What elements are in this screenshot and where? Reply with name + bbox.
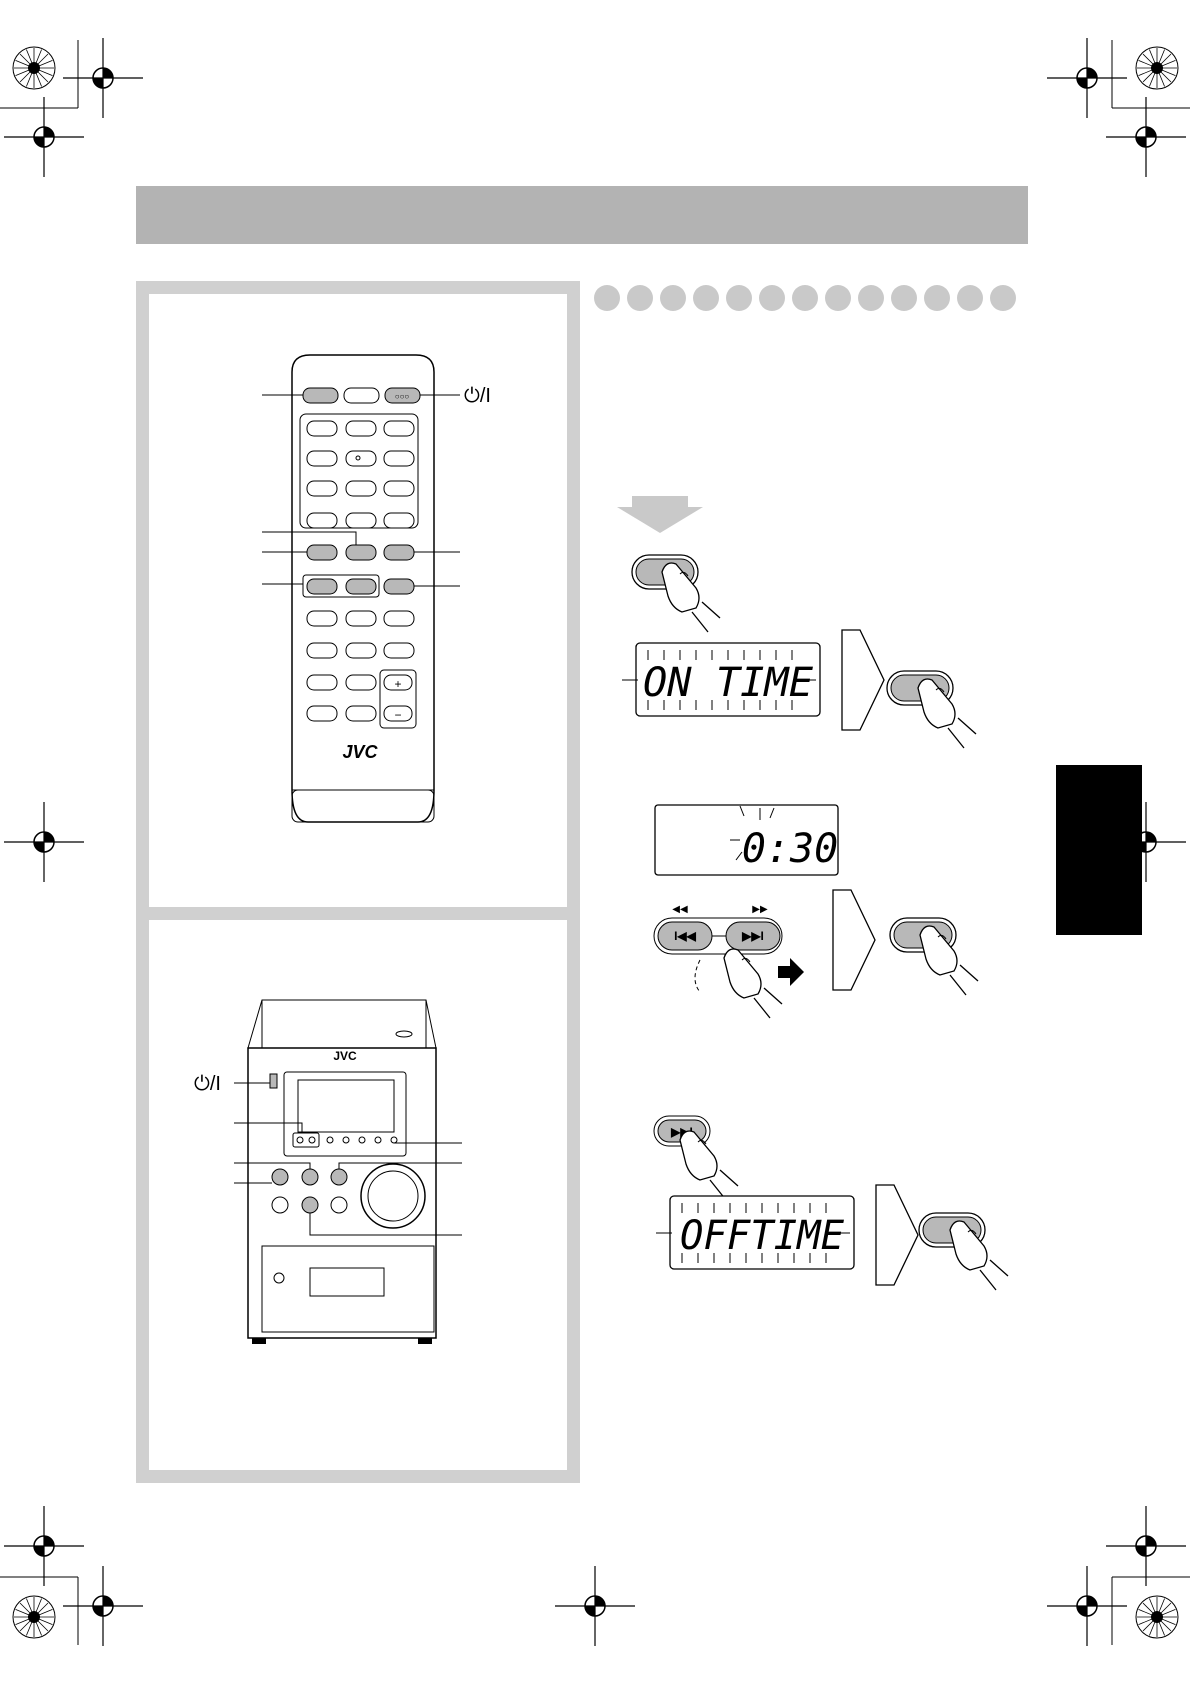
header-band (136, 186, 1028, 244)
svg-text:○○○: ○○○ (395, 392, 410, 401)
display-time (654, 804, 839, 876)
display-off-time-text: OFFTIME (680, 1213, 844, 1259)
display-on-time-text: ON TIME (643, 660, 813, 706)
fast-forward-symbol: ▶▶ (752, 904, 768, 915)
remote-volume-minus-label: − (394, 708, 401, 722)
unit-power-label: ⏻/I (194, 1073, 221, 1095)
section-dots (594, 285, 1016, 311)
remote-prev-button (306, 578, 338, 595)
hand-pointer-icon (679, 1130, 739, 1201)
remote-brand-logo: JVC (342, 742, 378, 762)
remote-next-button (345, 578, 377, 595)
unit-timer-button (271, 1168, 289, 1186)
unit-panel (136, 907, 580, 1483)
chevron-right-icon (875, 1184, 919, 1286)
svg-text:▶▶I: ▶▶I (741, 929, 764, 943)
svg-text:I◀◀: I◀◀ (674, 929, 697, 943)
remote-volume-plus-label: + (394, 677, 401, 691)
rewind-symbol: ◀◀ (672, 904, 688, 915)
remote-power-label: ⏻/I (464, 385, 491, 407)
display-time-text: 0:30 (742, 826, 838, 872)
remote-panel (136, 281, 580, 920)
section-tab (1056, 765, 1142, 935)
chevron-right-icon (832, 889, 876, 991)
remote-set-button (345, 544, 377, 561)
hand-pointer-icon (723, 948, 783, 1019)
arrow-down-icon (617, 507, 703, 533)
unit-power-switch (269, 1073, 278, 1089)
chevron-right-icon (841, 629, 885, 731)
unit-brand-logo: JVC (333, 1049, 357, 1063)
